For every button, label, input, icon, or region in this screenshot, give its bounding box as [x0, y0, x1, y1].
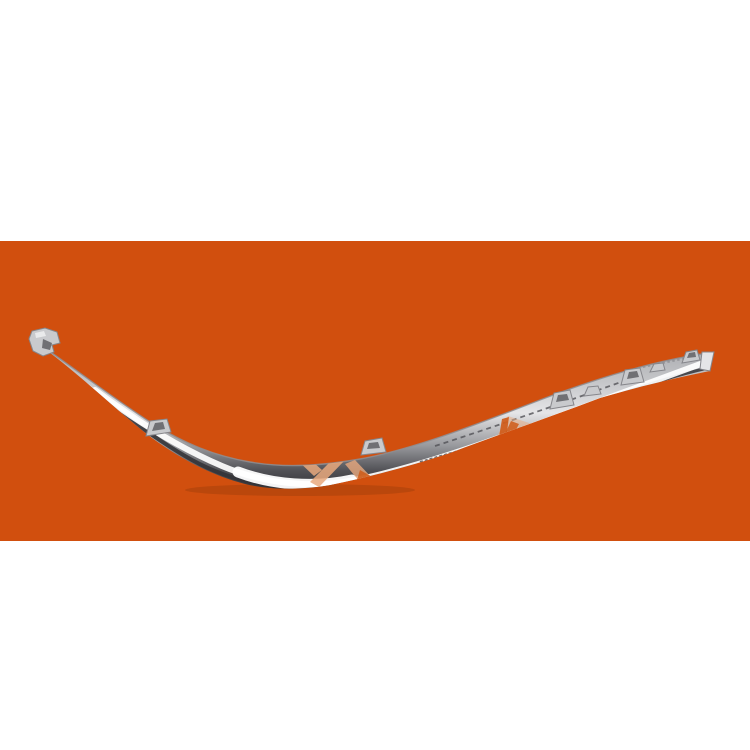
mounting-tabs — [145, 349, 701, 456]
end-clip — [28, 327, 61, 357]
right-end-cap — [699, 351, 715, 372]
orange-backdrop — [0, 241, 750, 541]
mounting-tab — [681, 349, 701, 364]
mounting-tab — [620, 367, 645, 386]
top-edge-serration — [637, 354, 703, 369]
mounting-tab — [145, 418, 172, 437]
mounting-tab — [360, 437, 387, 456]
trim-top-edge — [28, 336, 715, 467]
ground-shadow — [185, 484, 415, 496]
trim-body — [29, 337, 714, 489]
mounting-tab — [549, 389, 575, 410]
mounting-tab — [583, 385, 602, 397]
mounting-tab-bump — [649, 362, 666, 373]
